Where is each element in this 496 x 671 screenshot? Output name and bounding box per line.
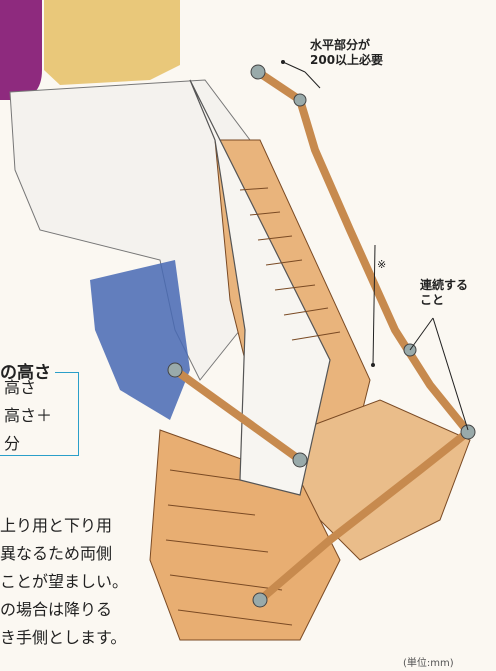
continuous-note-line1: 連続する (420, 278, 469, 292)
accent-tab (0, 0, 42, 100)
height-box-line3: 分 (4, 434, 21, 453)
unit-label: (単位:mm) (403, 658, 454, 669)
body-text-line: ことが望ましい。 (0, 572, 129, 591)
blue-wall (90, 260, 190, 420)
height-box-line2: 高さ＋ (4, 406, 53, 425)
height-box-line1: 高さ (4, 378, 37, 397)
tread-lines (165, 187, 341, 626)
body-text-line: き手側とします。 (0, 628, 127, 647)
continuous-note-line2: こと (420, 293, 445, 307)
height-box-title: の高さ (0, 358, 55, 383)
continuous-note: 連続する こと (420, 278, 468, 308)
leader-lines (282, 61, 469, 431)
body-text-line: の場合は降りる (0, 600, 113, 619)
upper-wall (44, 0, 180, 85)
leader-dot (371, 363, 375, 367)
horizontal-note-line1: 水平部分が (310, 38, 371, 52)
body-text-line: 上り用と下り用 (0, 516, 113, 535)
horizontal-note: 水平部分が 200以上必要 (310, 38, 383, 68)
horizontal-note-line2: 200以上必要 (310, 53, 384, 67)
body-text-line: 異なるため両側 (0, 544, 113, 563)
reference-mark: ※ (377, 258, 387, 271)
leader-dot (281, 60, 285, 64)
